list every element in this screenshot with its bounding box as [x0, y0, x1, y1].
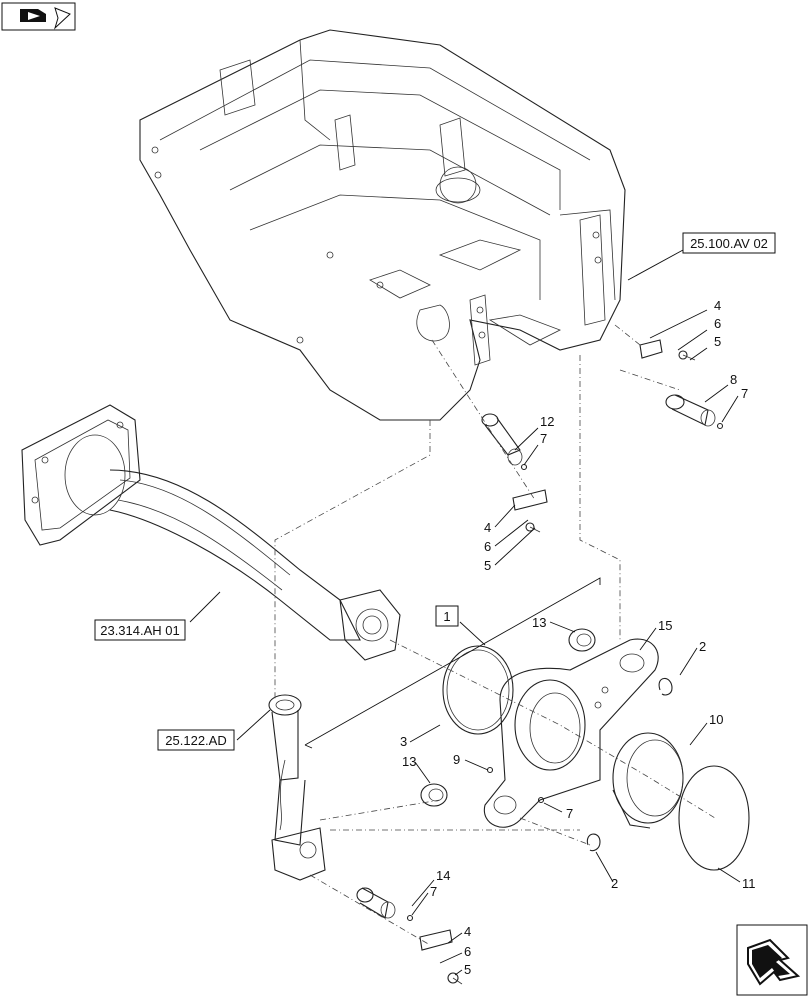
steering-knuckle-arm	[483, 638, 659, 828]
callout-13-a: 13	[532, 615, 546, 630]
group-label-1: 1	[443, 609, 450, 624]
o-ring-3	[442, 645, 514, 735]
callout-8: 8	[730, 372, 737, 387]
front-axle-support-frame	[139, 29, 626, 421]
group-1-bracket	[304, 577, 601, 749]
callout-4-b: 4	[484, 520, 491, 535]
callout-9: 9	[453, 752, 460, 767]
pin-8	[665, 394, 716, 427]
callout-13-b: 13	[402, 754, 416, 769]
callout-7-c: 7	[566, 806, 573, 821]
callout-15: 15	[658, 618, 672, 633]
callout-4-a: 4	[714, 298, 721, 313]
grease-nipple-7-d	[406, 914, 414, 922]
callout-7-b: 7	[540, 431, 547, 446]
grease-nipple-9	[486, 766, 494, 774]
ref-box-25-122[interactable]: 25.122.AD	[157, 729, 235, 751]
group-box-1: 1	[435, 605, 459, 627]
callout-5-a: 5	[714, 334, 721, 349]
callout-5-b: 5	[484, 558, 491, 573]
callout-5-c: 5	[464, 962, 471, 977]
ref-label-25-122[interactable]: 25.122.AD	[165, 733, 226, 748]
callout-4-c: 4	[464, 924, 471, 939]
callout-12: 12	[540, 414, 554, 429]
grease-nipple-7-a	[716, 422, 724, 430]
callout-11: 11	[742, 876, 756, 891]
callout-2-a: 2	[699, 639, 706, 654]
next-page-arrow-icon[interactable]	[736, 924, 808, 996]
callout-leaders	[189, 249, 741, 976]
pin-12	[481, 413, 523, 466]
steering-cylinder	[268, 694, 326, 881]
bolt-5-a	[678, 350, 696, 361]
bolt-5-b	[525, 522, 541, 533]
snap-ring-2-upper	[658, 677, 673, 696]
o-ring-11	[678, 765, 750, 871]
lock-plate-4-c	[419, 929, 453, 951]
ref-box-23-314[interactable]: 23.314.AH 01	[94, 619, 186, 641]
grease-nipple-7-c	[537, 796, 545, 804]
callout-numbers: 4 6 5 8 7 12 7 4 6 5 13 15 2 3 9 13 10 7…	[400, 298, 756, 977]
snap-ring-2-lower	[586, 833, 601, 852]
bearing-13-upper	[568, 628, 596, 652]
ref-label-25-100[interactable]: 25.100.AV 02	[690, 236, 768, 251]
callout-10: 10	[709, 712, 723, 727]
callout-6-c: 6	[464, 944, 471, 959]
lock-plate-4-a	[639, 339, 663, 359]
callout-7-d: 7	[430, 884, 437, 899]
lock-plate-4-b	[512, 489, 548, 511]
ref-label-23-314[interactable]: 23.314.AH 01	[100, 623, 180, 638]
book-arrow-icon[interactable]	[1, 2, 76, 31]
bushing-10	[612, 732, 684, 829]
callout-6-b: 6	[484, 539, 491, 554]
callout-2-b: 2	[611, 876, 618, 891]
bolt-5-c	[447, 972, 463, 985]
callout-6-a: 6	[714, 316, 721, 331]
pin-14	[356, 887, 396, 919]
axle-trumpet-housing	[21, 404, 401, 661]
assembly-center-lines	[274, 324, 716, 946]
o-ring-3-inner	[446, 649, 510, 731]
ref-box-25-100[interactable]: 25.100.AV 02	[682, 232, 776, 254]
grease-nipple-7-b	[520, 463, 528, 471]
callout-7-a: 7	[741, 386, 748, 401]
callout-3: 3	[400, 734, 407, 749]
callout-14: 14	[436, 868, 450, 883]
